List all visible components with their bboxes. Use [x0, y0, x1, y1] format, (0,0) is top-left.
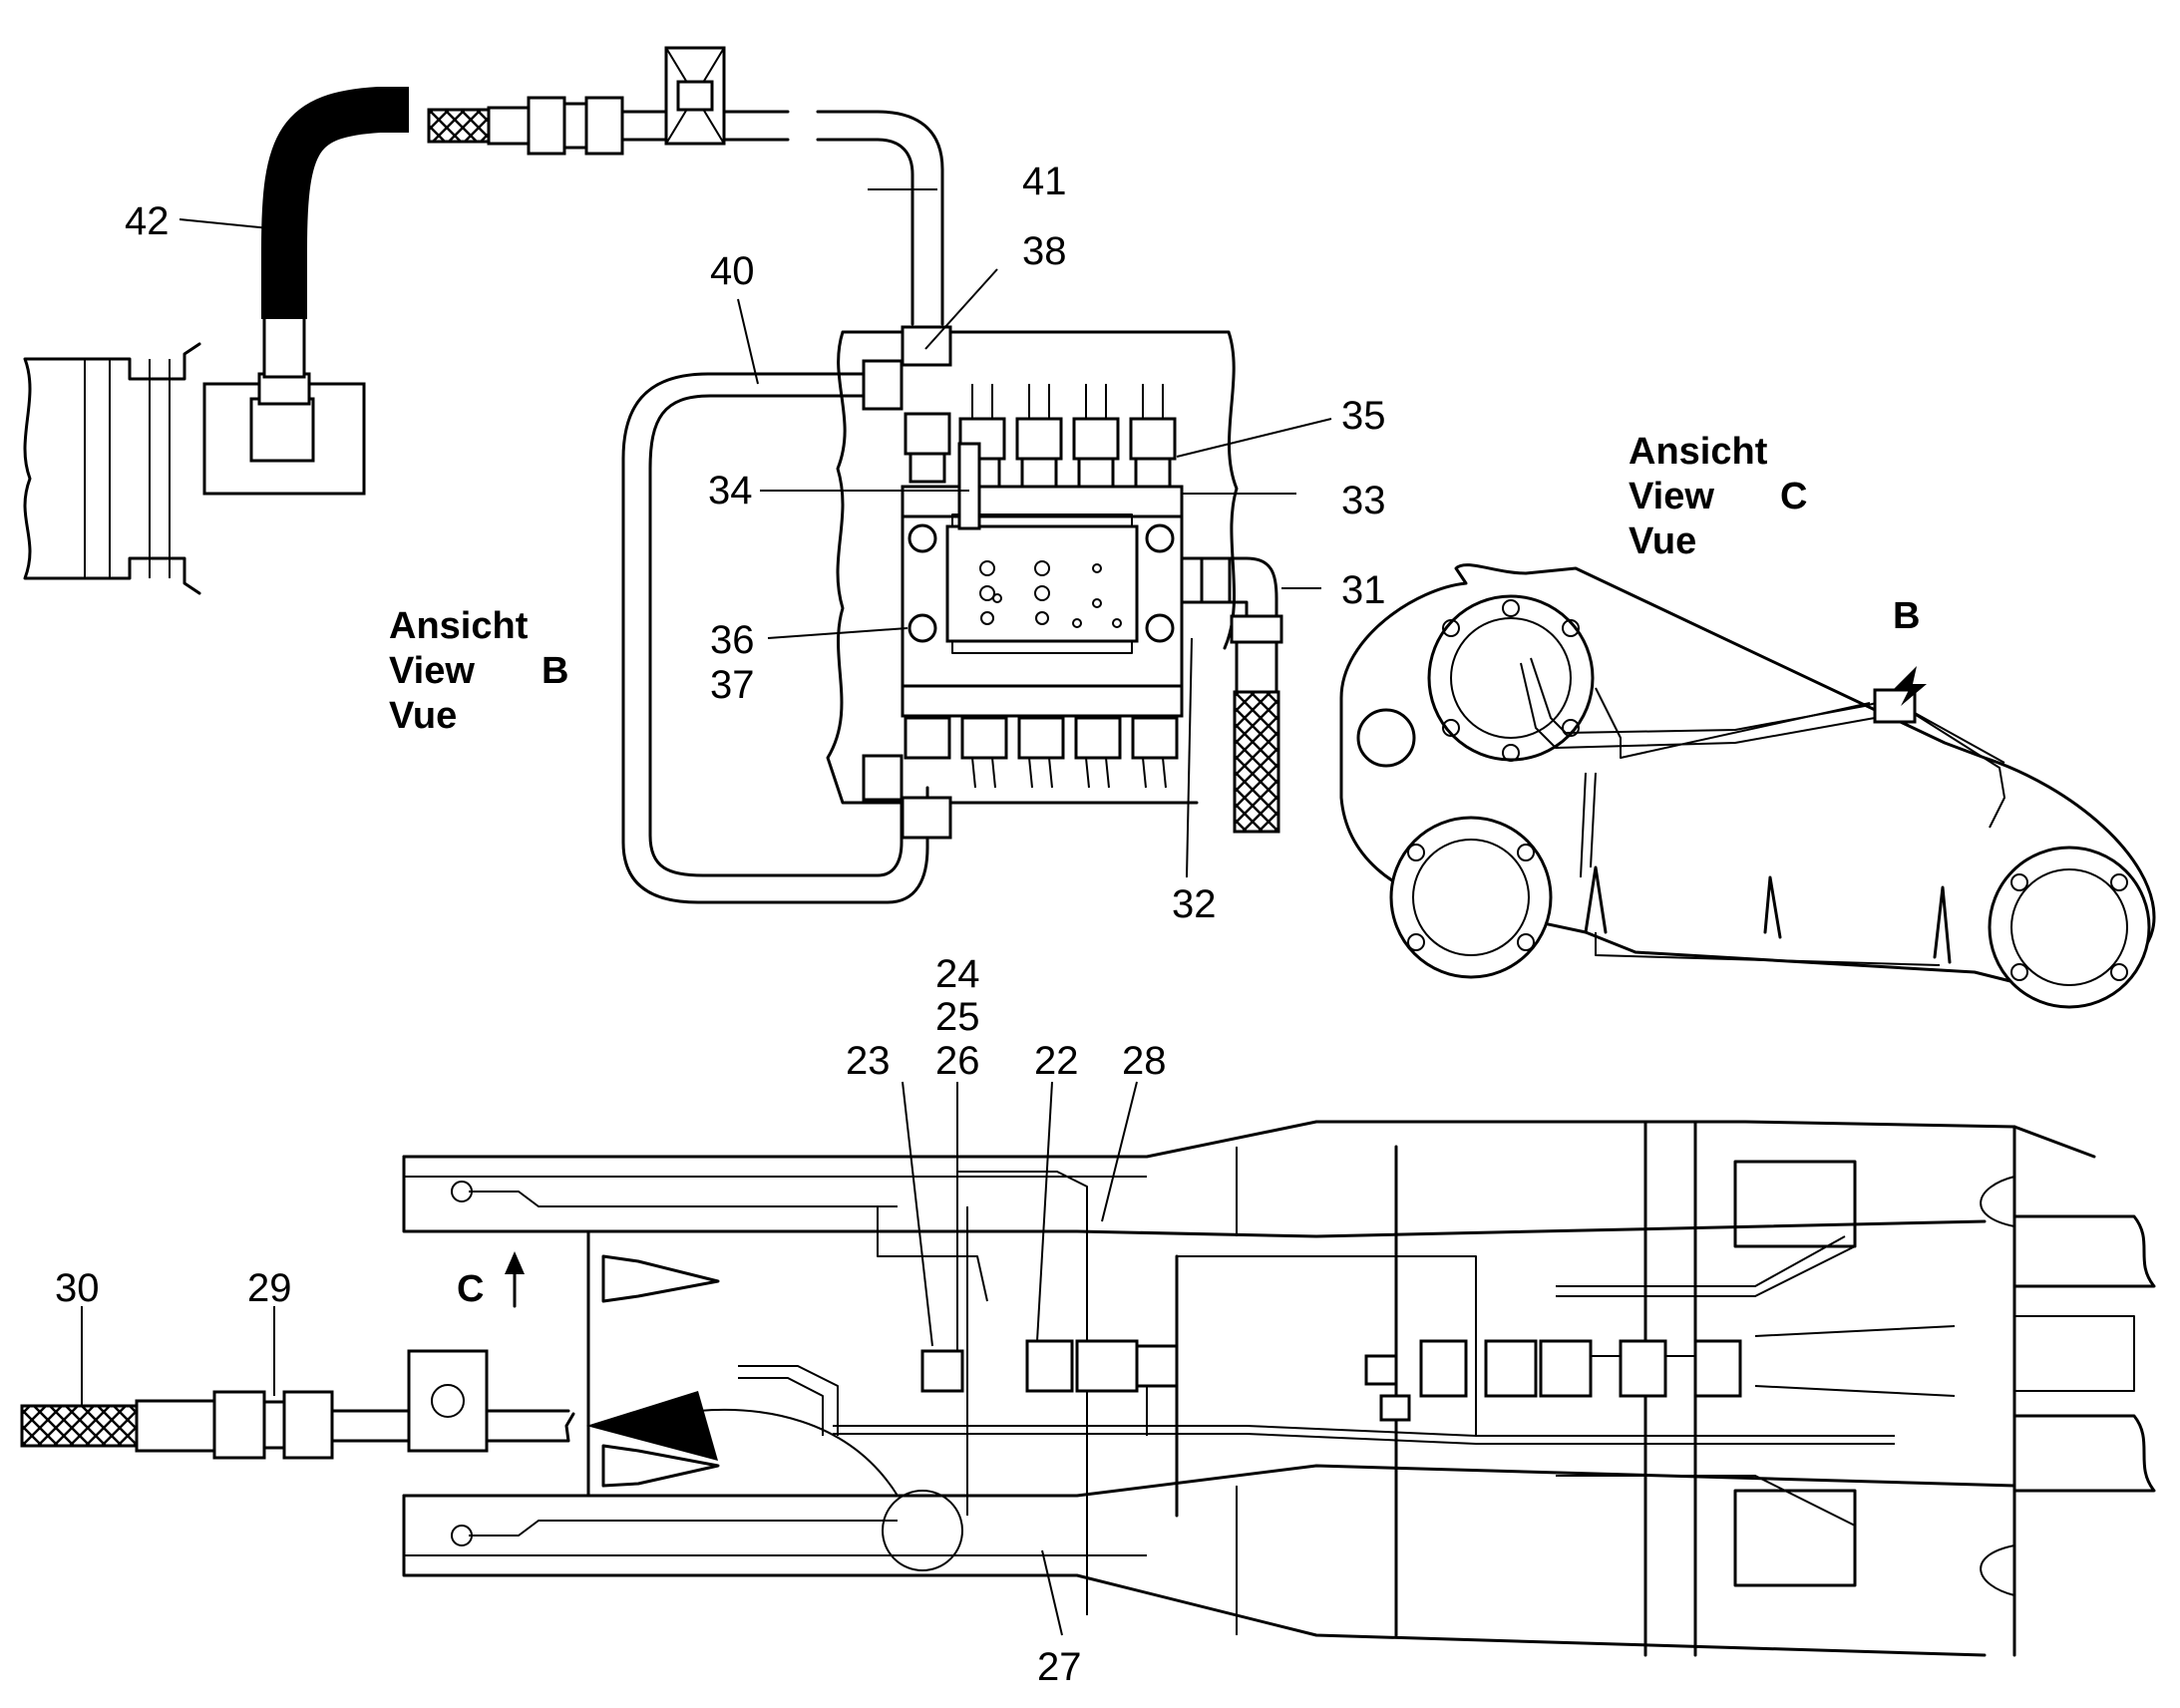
part-22: 22 [1034, 1039, 1079, 1083]
view-b-ansicht: Ansicht [389, 605, 529, 647]
valve-block-row [920, 1339, 1742, 1422]
part-34: 34 [708, 469, 753, 512]
view-c-label: Ansicht View C Vue [1629, 431, 1807, 562]
part-42: 42 [125, 199, 170, 243]
view-b-view: View [389, 650, 475, 692]
view-b-vue: Vue [389, 695, 457, 737]
view-c-letter: C [1780, 476, 1807, 517]
top-hose-assembly [23, 46, 944, 595]
part-24: 24 [935, 952, 980, 996]
part-35: 35 [1341, 394, 1386, 438]
part-26: 26 [935, 1039, 980, 1083]
arrow-b-label: B [1893, 595, 1920, 637]
part-41: 41 [1022, 160, 1067, 203]
leader-lines [81, 188, 1332, 1636]
part-23: 23 [846, 1039, 891, 1083]
side-plate-view-c [1339, 563, 2156, 1009]
view-c-view: View [1629, 476, 1714, 517]
part-33: 33 [1341, 479, 1386, 522]
bolt-holes [1407, 599, 2128, 981]
chassis-top-view [20, 1120, 2156, 1657]
distributor-block-view-b [621, 325, 1283, 904]
lower-connectors [904, 716, 1179, 789]
part-29: 29 [247, 1266, 292, 1310]
part-27: 27 [1037, 1645, 1082, 1689]
arrow-c-label: C [457, 1268, 484, 1310]
part-25: 25 [935, 995, 980, 1039]
view-b-letter: B [542, 650, 568, 692]
part-30: 30 [55, 1266, 100, 1310]
part-31: 31 [1341, 568, 1386, 612]
plate-holes [979, 560, 1122, 628]
part-numbers: 42 41 40 38 35 34 33 31 36 37 32 24 25 2… [55, 160, 1386, 1689]
part-38: 38 [1022, 229, 1067, 273]
view-c-ansicht: Ansicht [1629, 431, 1768, 473]
part-36: 36 [710, 618, 755, 662]
part-40: 40 [710, 249, 755, 293]
view-b-label: Ansicht View B Vue [389, 605, 568, 737]
view-c-vue: Vue [1629, 520, 1696, 562]
upper-connectors [904, 384, 1177, 489]
part-32: 32 [1172, 882, 1217, 926]
part-28: 28 [1122, 1039, 1167, 1083]
part-37: 37 [710, 663, 755, 707]
